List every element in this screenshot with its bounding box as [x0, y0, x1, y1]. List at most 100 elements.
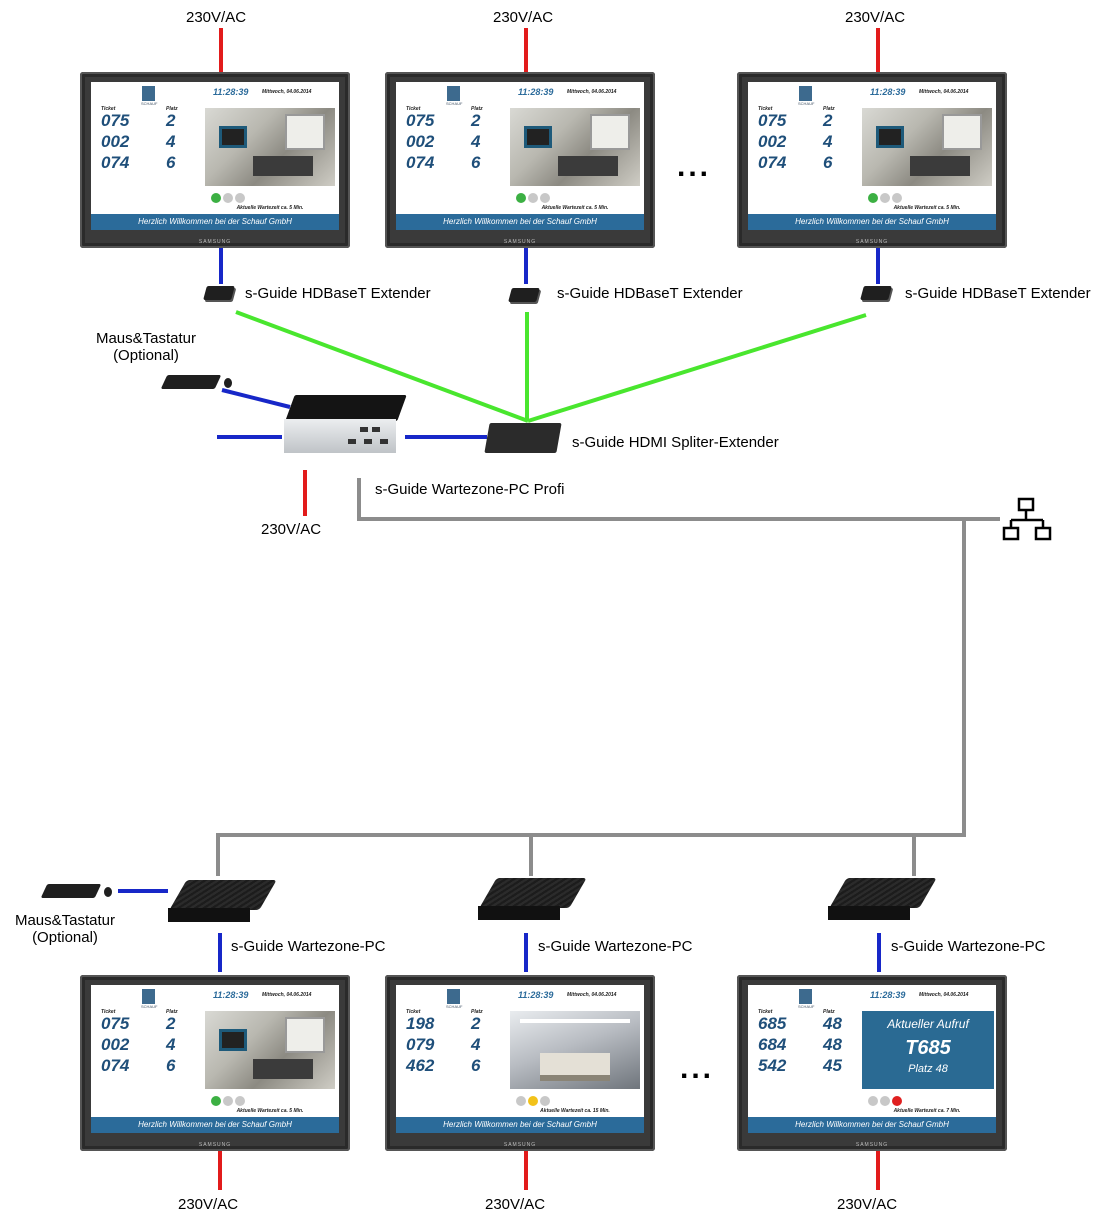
status-light	[516, 193, 526, 203]
ticket-header: Ticket	[758, 1009, 773, 1015]
mouse	[224, 378, 232, 388]
welcome-ticker: Herzlich Willkommen bei der Schauf GmbH	[91, 1117, 339, 1133]
pc-label: s-Guide Wartezone-PC	[891, 938, 1046, 955]
hdbaset-line	[527, 313, 867, 423]
platz-header: Platz	[823, 1009, 835, 1015]
logo-text: SCHAUF	[798, 101, 815, 106]
welcome-ticker: Herzlich Willkommen bei der Schauf GmbH	[748, 214, 996, 230]
room-photo	[205, 108, 335, 186]
ticket-header: Ticket	[101, 1009, 116, 1015]
ticket-header: Ticket	[406, 1009, 421, 1015]
call-title: Aktueller Aufruf	[887, 1017, 969, 1031]
ticket-number: 684	[758, 1035, 787, 1054]
welcome-ticker: Herzlich Willkommen bei der Schauf GmbH	[748, 1117, 996, 1133]
hdbaset-extender	[508, 288, 540, 302]
logo-text: SCHAUF	[141, 1004, 158, 1009]
status-light	[528, 193, 538, 203]
platz-number: 6	[471, 1056, 481, 1075]
ticket-number: 542	[758, 1056, 787, 1075]
platz-header: Platz	[471, 1009, 483, 1015]
status-light	[868, 1096, 878, 1106]
room-photo	[862, 108, 992, 186]
status-light	[892, 193, 902, 203]
welcome-ticker: Herzlich Willkommen bei der Schauf GmbH	[91, 214, 339, 230]
date: Mittwoch, 04.06.2014	[919, 992, 969, 998]
monitor-brand: SAMSUNG	[855, 239, 889, 245]
ticket-header: Ticket	[758, 106, 773, 112]
platz-number: 4	[471, 1035, 481, 1054]
status-light	[235, 193, 245, 203]
company-logo	[447, 989, 460, 1004]
status-light	[540, 193, 550, 203]
waiting-time: Aktuelle Wartezeit ca. 5 Min.	[541, 205, 609, 211]
platz-number: 6	[823, 153, 833, 172]
network-icon	[1002, 497, 1052, 541]
company-logo	[799, 989, 812, 1004]
status-light	[880, 1096, 890, 1106]
lobby-photo	[510, 1011, 640, 1089]
ticket-number: 074	[758, 153, 787, 172]
ticket-header: Ticket	[406, 106, 421, 112]
hdbaset-extender	[203, 286, 235, 300]
platz-header: Platz	[823, 106, 835, 112]
hdmi-splitter	[484, 423, 562, 453]
status-light	[223, 1096, 233, 1106]
mouse	[104, 887, 112, 897]
pc-profi-label: s-Guide Wartezone-PC Profi	[375, 481, 565, 498]
platz-header: Platz	[166, 1009, 178, 1015]
keyboard	[40, 884, 102, 898]
platz-number: 48	[823, 1035, 842, 1054]
clock: 11:28:39	[518, 87, 554, 97]
traffic-lights	[868, 1096, 918, 1106]
optional-label: (Optional)	[113, 347, 179, 364]
optional-label: (Optional)	[32, 929, 98, 946]
wartezone-pc	[478, 878, 587, 922]
waiting-time: Aktuelle Wartezeit ca. 5 Min.	[236, 1108, 304, 1114]
ellipsis: ...	[677, 150, 712, 183]
welcome-ticker: Herzlich Willkommen bei der Schauf GmbH	[396, 214, 644, 230]
date: Mittwoch, 04.06.2014	[567, 89, 617, 95]
ticket-number: 075	[101, 111, 130, 130]
status-light	[880, 193, 890, 203]
status-light	[211, 193, 221, 203]
power-label: 230V/AC	[493, 9, 554, 26]
usb-line	[221, 388, 291, 409]
wartezone-pc-profi	[284, 395, 407, 455]
maus-label: Maus&Tastatur	[14, 912, 116, 929]
call-number: T685	[905, 1037, 951, 1059]
logo-text: SCHAUF	[446, 101, 463, 106]
ticket-number: 075	[406, 111, 435, 130]
power-label: 230V/AC	[845, 9, 906, 26]
splitter-label: s-Guide HDMI Spliter-Extender	[572, 434, 779, 451]
ticket-number: 002	[101, 1035, 130, 1054]
platz-number: 4	[471, 132, 481, 151]
logo-text: SCHAUF	[446, 1004, 463, 1009]
traffic-lights	[516, 193, 566, 203]
date: Mittwoch, 04.06.2014	[262, 992, 312, 998]
clock: 11:28:39	[870, 990, 906, 1000]
monitor-brand: SAMSUNG	[855, 1142, 889, 1148]
clock: 11:28:39	[213, 87, 249, 97]
ticket-number: 198	[406, 1014, 435, 1033]
call-platz: Platz 48	[908, 1063, 948, 1075]
power-label: 230V/AC	[178, 1196, 239, 1213]
ticket-number: 075	[101, 1014, 130, 1033]
company-logo	[142, 86, 155, 101]
power-label: 230V/AC	[186, 9, 247, 26]
company-logo	[142, 989, 155, 1004]
waiting-time: Aktuelle Wartezeit ca. 15 Min.	[540, 1108, 610, 1114]
status-light	[211, 1096, 221, 1106]
pc-label: s-Guide Wartezone-PC	[538, 938, 693, 955]
waiting-time: Aktuelle Wartezeit ca. 5 Min.	[236, 205, 304, 211]
maus-label: Maus&Tastatur	[95, 330, 197, 347]
platz-header: Platz	[471, 106, 483, 112]
status-light	[235, 1096, 245, 1106]
